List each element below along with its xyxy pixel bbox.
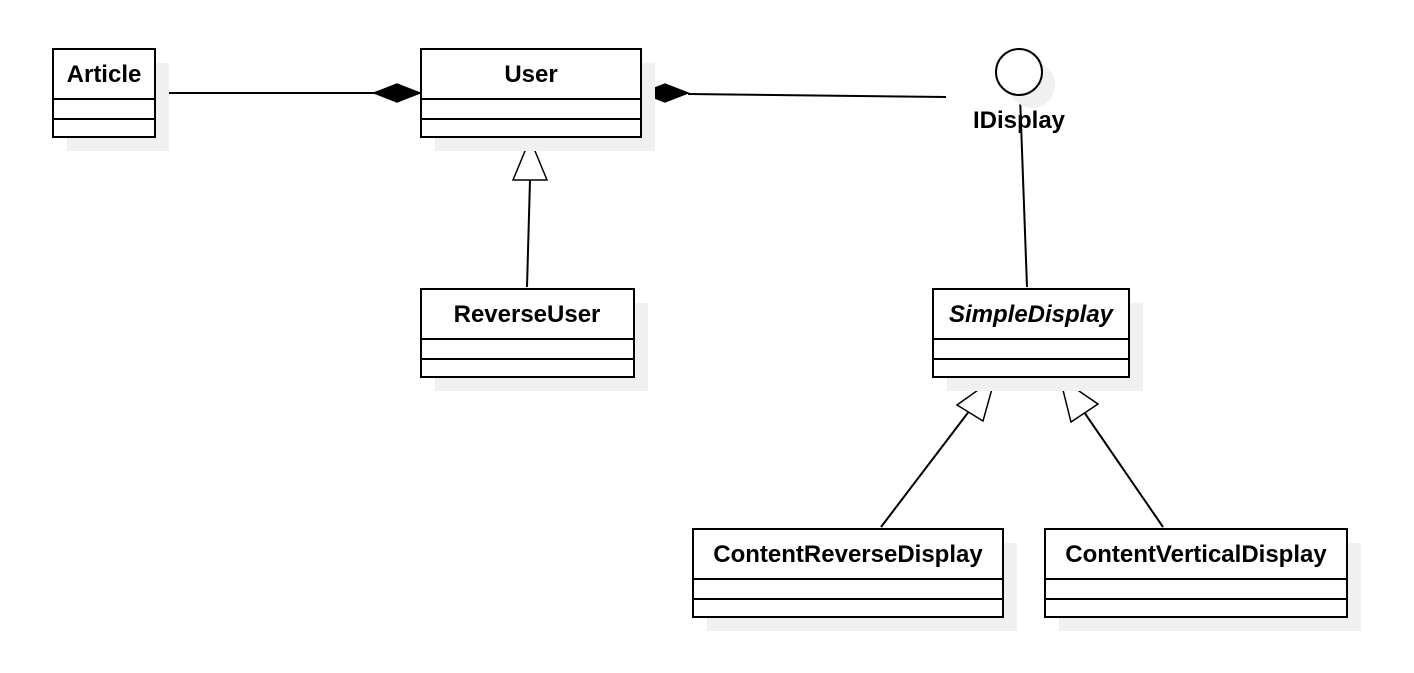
class-name-user: User bbox=[504, 61, 557, 88]
class-article[interactable]: Article bbox=[52, 48, 169, 151]
class-reverseuser[interactable]: ReverseUser bbox=[420, 288, 648, 391]
class-name-contentverticaldisplay: ContentVerticalDisplay bbox=[1065, 541, 1327, 568]
class-user[interactable]: User bbox=[420, 48, 655, 151]
interface-circle-icon bbox=[995, 48, 1043, 96]
association-line-user-idisplay[interactable] bbox=[687, 93, 947, 98]
class-contentreversedisplay[interactable]: ContentReverseDisplay bbox=[692, 528, 1017, 631]
interface-name-idisplay: IDisplay bbox=[973, 107, 1066, 134]
class-contentverticaldisplay[interactable]: ContentVerticalDisplay bbox=[1044, 528, 1361, 631]
class-name-contentreversedisplay: ContentReverseDisplay bbox=[713, 541, 983, 568]
class-name-reverseuser: ReverseUser bbox=[454, 301, 601, 328]
class-simpledisplay[interactable]: SimpleDisplay bbox=[932, 288, 1143, 391]
generalization-line-reverseuser-user[interactable] bbox=[526, 179, 531, 288]
generalization-arrowhead-user bbox=[511, 137, 549, 181]
class-name-simpledisplay: SimpleDisplay bbox=[949, 301, 1115, 328]
realization-line-simpledisplay-idisplay[interactable] bbox=[1019, 95, 1028, 288]
generalization-line-contentvertical-simple[interactable] bbox=[1083, 411, 1164, 528]
class-name-article: Article bbox=[67, 61, 142, 88]
composition-diamond-user-article bbox=[371, 83, 423, 103]
interface-idisplay[interactable]: IDisplay bbox=[973, 48, 1066, 134]
generalization-line-contentreverse-simple[interactable] bbox=[880, 409, 971, 528]
